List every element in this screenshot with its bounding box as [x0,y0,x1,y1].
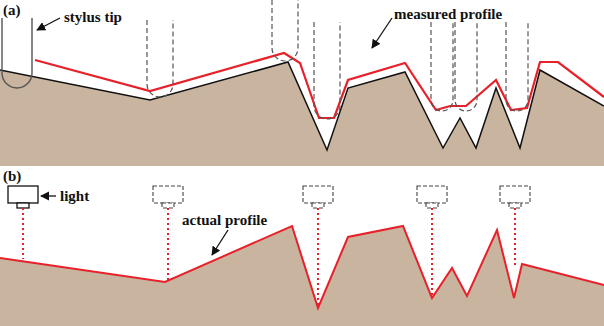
light-source-dashed [303,186,333,203]
light-beam [514,208,516,266]
stylus-tip [2,18,32,88]
panel-label: (b) [3,168,21,185]
panel-label: (a) [3,2,21,19]
stylus-tip-dashed [314,22,340,119]
light-source [8,186,38,203]
light-nozzle-dashed [426,203,438,208]
light-beam [22,208,24,259]
callout-label: stylus tip [64,9,122,26]
light-nozzle-dashed [312,203,324,208]
stylus-tip-dashed [506,22,528,111]
stylus-tip-dashed [455,22,477,111]
light-source-dashed [500,186,530,203]
callout-label: measured profile [394,6,502,23]
actual-profile-line [0,226,604,308]
stylus-tip-dashed [147,20,173,97]
leader-arrow [37,18,60,30]
stylus-tip-dashed [431,22,453,111]
light-nozzle-dashed [162,203,174,208]
surface-b [0,226,604,326]
light-beam [317,208,319,306]
callout-label: light [60,188,89,205]
stylus-tip-dashed [272,0,298,61]
light-source-dashed [153,186,183,203]
light-nozzle-dashed [509,203,521,208]
leader-arrow [41,195,56,196]
light-beam [431,208,433,296]
callout-label: actual profile [180,212,269,229]
light-source-dashed [417,186,447,203]
light-nozzle [17,203,29,208]
leader-arrow [372,18,392,48]
leader-arrow [212,230,228,255]
light-beam [167,208,169,281]
